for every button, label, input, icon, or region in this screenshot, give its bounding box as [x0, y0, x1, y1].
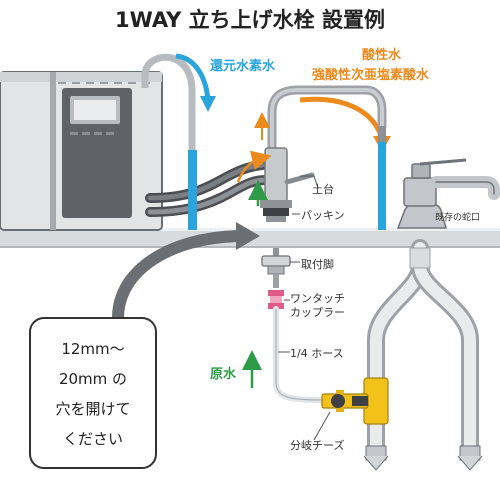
under-mount	[261, 248, 291, 288]
callout-arrow	[112, 222, 260, 324]
callout-line1: 12mm～	[61, 340, 125, 358]
label-coupler-line2: カップラー	[290, 306, 345, 320]
unit-hoses	[145, 160, 270, 217]
label-coupler-line1: ワンタッチ	[290, 292, 345, 305]
refined-flow-arrow	[175, 53, 216, 112]
quarter-inch-hose-outline	[275, 309, 323, 401]
callout-text: 12mm～ 20mm の 穴を開けて ください	[30, 318, 156, 468]
refined-water-hose	[141, 53, 197, 230]
diagram-title: 1WAY 立ち上げ水栓 設置例	[115, 8, 385, 32]
label-strong-acidic-water: 強酸性次亜塩素酸水	[312, 68, 430, 83]
label-coupler: ワンタッチ カップラー	[290, 292, 345, 321]
label-existing-faucet: 既存の蛇口	[435, 213, 481, 223]
label-hose: 1/4 ホース	[290, 347, 344, 360]
leader-lines	[278, 175, 331, 441]
label-source-water: 原水	[210, 367, 237, 382]
ionizer-unit	[0, 71, 163, 231]
label-refined-water: 還元水素水	[210, 59, 276, 74]
label-base: 土台	[312, 183, 334, 196]
label-acidic-water: 酸性水	[362, 48, 402, 63]
orange-side-arrow	[236, 150, 272, 183]
label-packing: パッキン	[301, 209, 345, 222]
branch-tee	[321, 377, 389, 425]
acidic-water-stream	[378, 142, 386, 230]
label-branch-tee: 分岐チーズ	[290, 439, 345, 452]
callout-box	[29, 317, 157, 469]
callout-line4: ください	[62, 430, 123, 448]
existing-faucet	[396, 158, 500, 229]
callout-line2: 20mm の	[58, 370, 128, 388]
shutoff-valves	[363, 445, 483, 471]
label-mount: 取付脚	[301, 258, 334, 271]
callout-line3: 穴を開けて	[55, 400, 131, 418]
faucet	[260, 85, 387, 222]
supply-pipes	[367, 239, 479, 457]
acidic-flow-arrow	[299, 96, 391, 152]
